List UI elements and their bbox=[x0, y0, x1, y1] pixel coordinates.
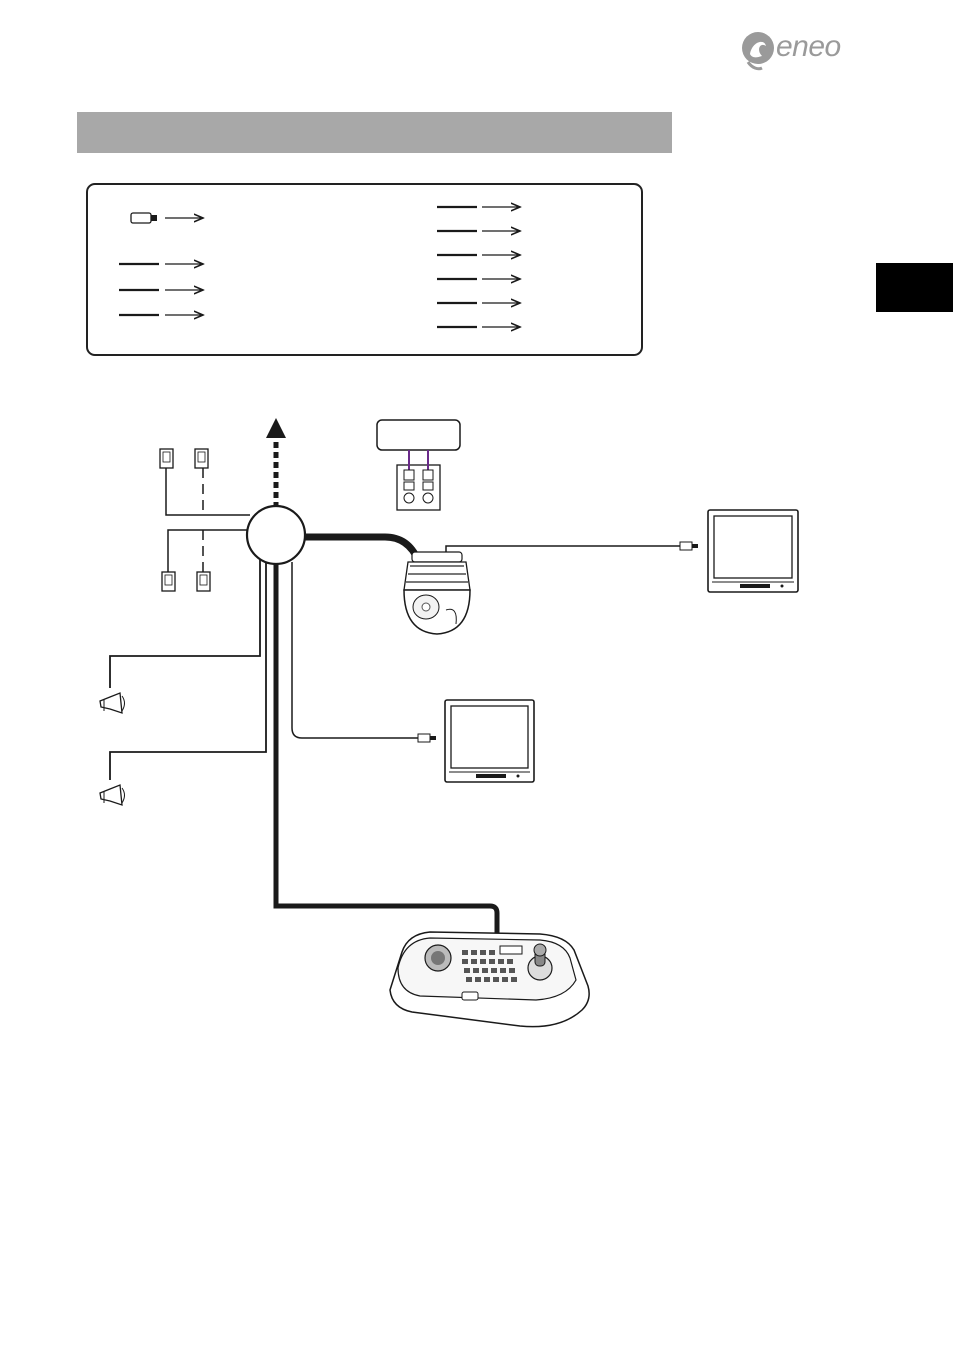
usb-connector-icon bbox=[130, 212, 157, 224]
camera-cable bbox=[304, 533, 422, 562]
sensor-1 bbox=[159, 448, 174, 469]
legend-row-usb bbox=[130, 212, 203, 224]
monitor-1-icon bbox=[707, 509, 799, 593]
monitor-2-cable bbox=[291, 562, 436, 743]
legend-left-column bbox=[119, 212, 203, 315]
siren-1 bbox=[99, 692, 125, 714]
brand-logo bbox=[742, 32, 774, 71]
section-header-bar bbox=[77, 112, 672, 153]
sensor-wiring bbox=[165, 468, 250, 572]
brand-swirl-icon bbox=[742, 32, 774, 71]
keyboard-joystick-icon bbox=[389, 931, 590, 1028]
keyboard-keys bbox=[462, 950, 517, 982]
sensor-3 bbox=[161, 571, 176, 592]
legend-box bbox=[86, 183, 643, 356]
brand-name: eneo bbox=[776, 30, 841, 63]
legend-right-column bbox=[437, 207, 520, 327]
chapter-tab bbox=[876, 263, 953, 312]
network-uplink-arrow bbox=[266, 418, 286, 508]
dome-camera-icon bbox=[403, 551, 471, 635]
siren-2 bbox=[99, 784, 125, 806]
keyboard-cable bbox=[273, 562, 500, 940]
sensor-2 bbox=[194, 448, 209, 469]
alarm-terminal-box bbox=[376, 419, 461, 511]
sensor-4 bbox=[196, 571, 211, 592]
monitor-1-cable bbox=[445, 541, 698, 556]
siren-wiring bbox=[109, 560, 267, 780]
network-hub bbox=[245, 504, 307, 566]
monitor-2-icon bbox=[444, 699, 535, 783]
